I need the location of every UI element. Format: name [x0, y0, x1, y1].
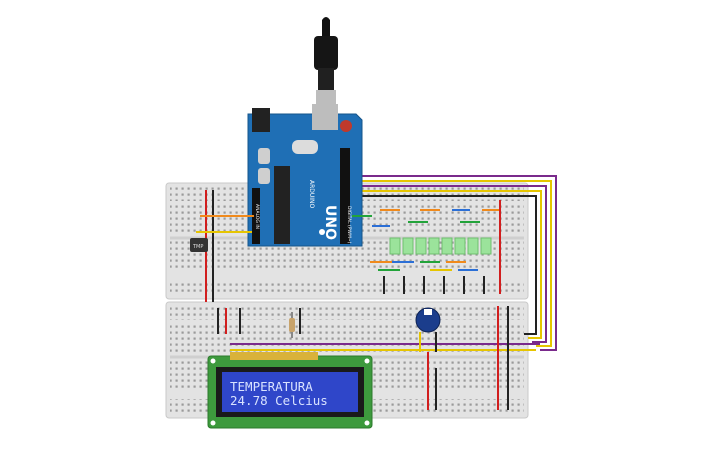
power-header: [252, 188, 260, 244]
potentiometer[interactable]: [415, 307, 441, 333]
digital-label: DIGITAL (PWM~): [346, 206, 352, 244]
board-logo: UNO: [322, 205, 338, 240]
analog-label: ANALOG IN: [254, 204, 260, 229]
temperature-sensor[interactable]: TMP: [190, 238, 208, 252]
board-brand: ARDUINO: [308, 180, 315, 209]
resistor[interactable]: [289, 312, 295, 338]
arduino-uno-board[interactable]: UNO ARDUINO DIGITAL (PWM~) ANALOG IN: [247, 104, 363, 247]
lcd-module[interactable]: TEMPERATURA 24.78 Celcius: [207, 352, 373, 429]
atmega-chip: [274, 166, 290, 244]
led-array[interactable]: [389, 237, 492, 255]
lcd-line-1: TEMPERATURA: [230, 379, 313, 394]
wires-bottom[interactable]: [217, 306, 509, 410]
reset-button[interactable]: [340, 120, 352, 132]
lcd-screen: [222, 372, 358, 412]
wires-right[interactable]: [230, 175, 557, 351]
led-wires[interactable]: [352, 200, 501, 294]
lcd-line-2: 24.78 Celcius: [230, 393, 328, 408]
digital-header: [340, 148, 350, 244]
sensor-label: TMP: [192, 244, 203, 250]
usb-cable[interactable]: [314, 17, 338, 106]
